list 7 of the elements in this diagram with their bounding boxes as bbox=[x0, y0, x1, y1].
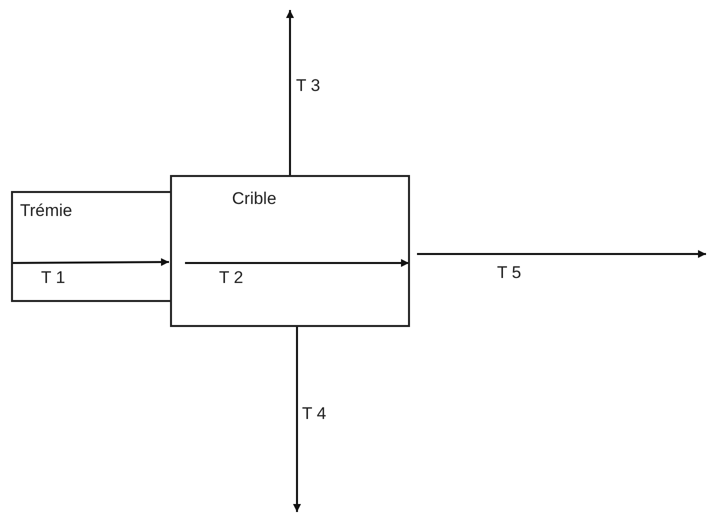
box-title: Crible bbox=[232, 189, 276, 209]
arrow bbox=[293, 327, 301, 512]
arrow bbox=[417, 250, 706, 258]
screen-box bbox=[170, 175, 410, 327]
box-title: Trémie bbox=[20, 201, 72, 221]
arrow bbox=[286, 10, 294, 175]
arrow bbox=[11, 258, 169, 266]
